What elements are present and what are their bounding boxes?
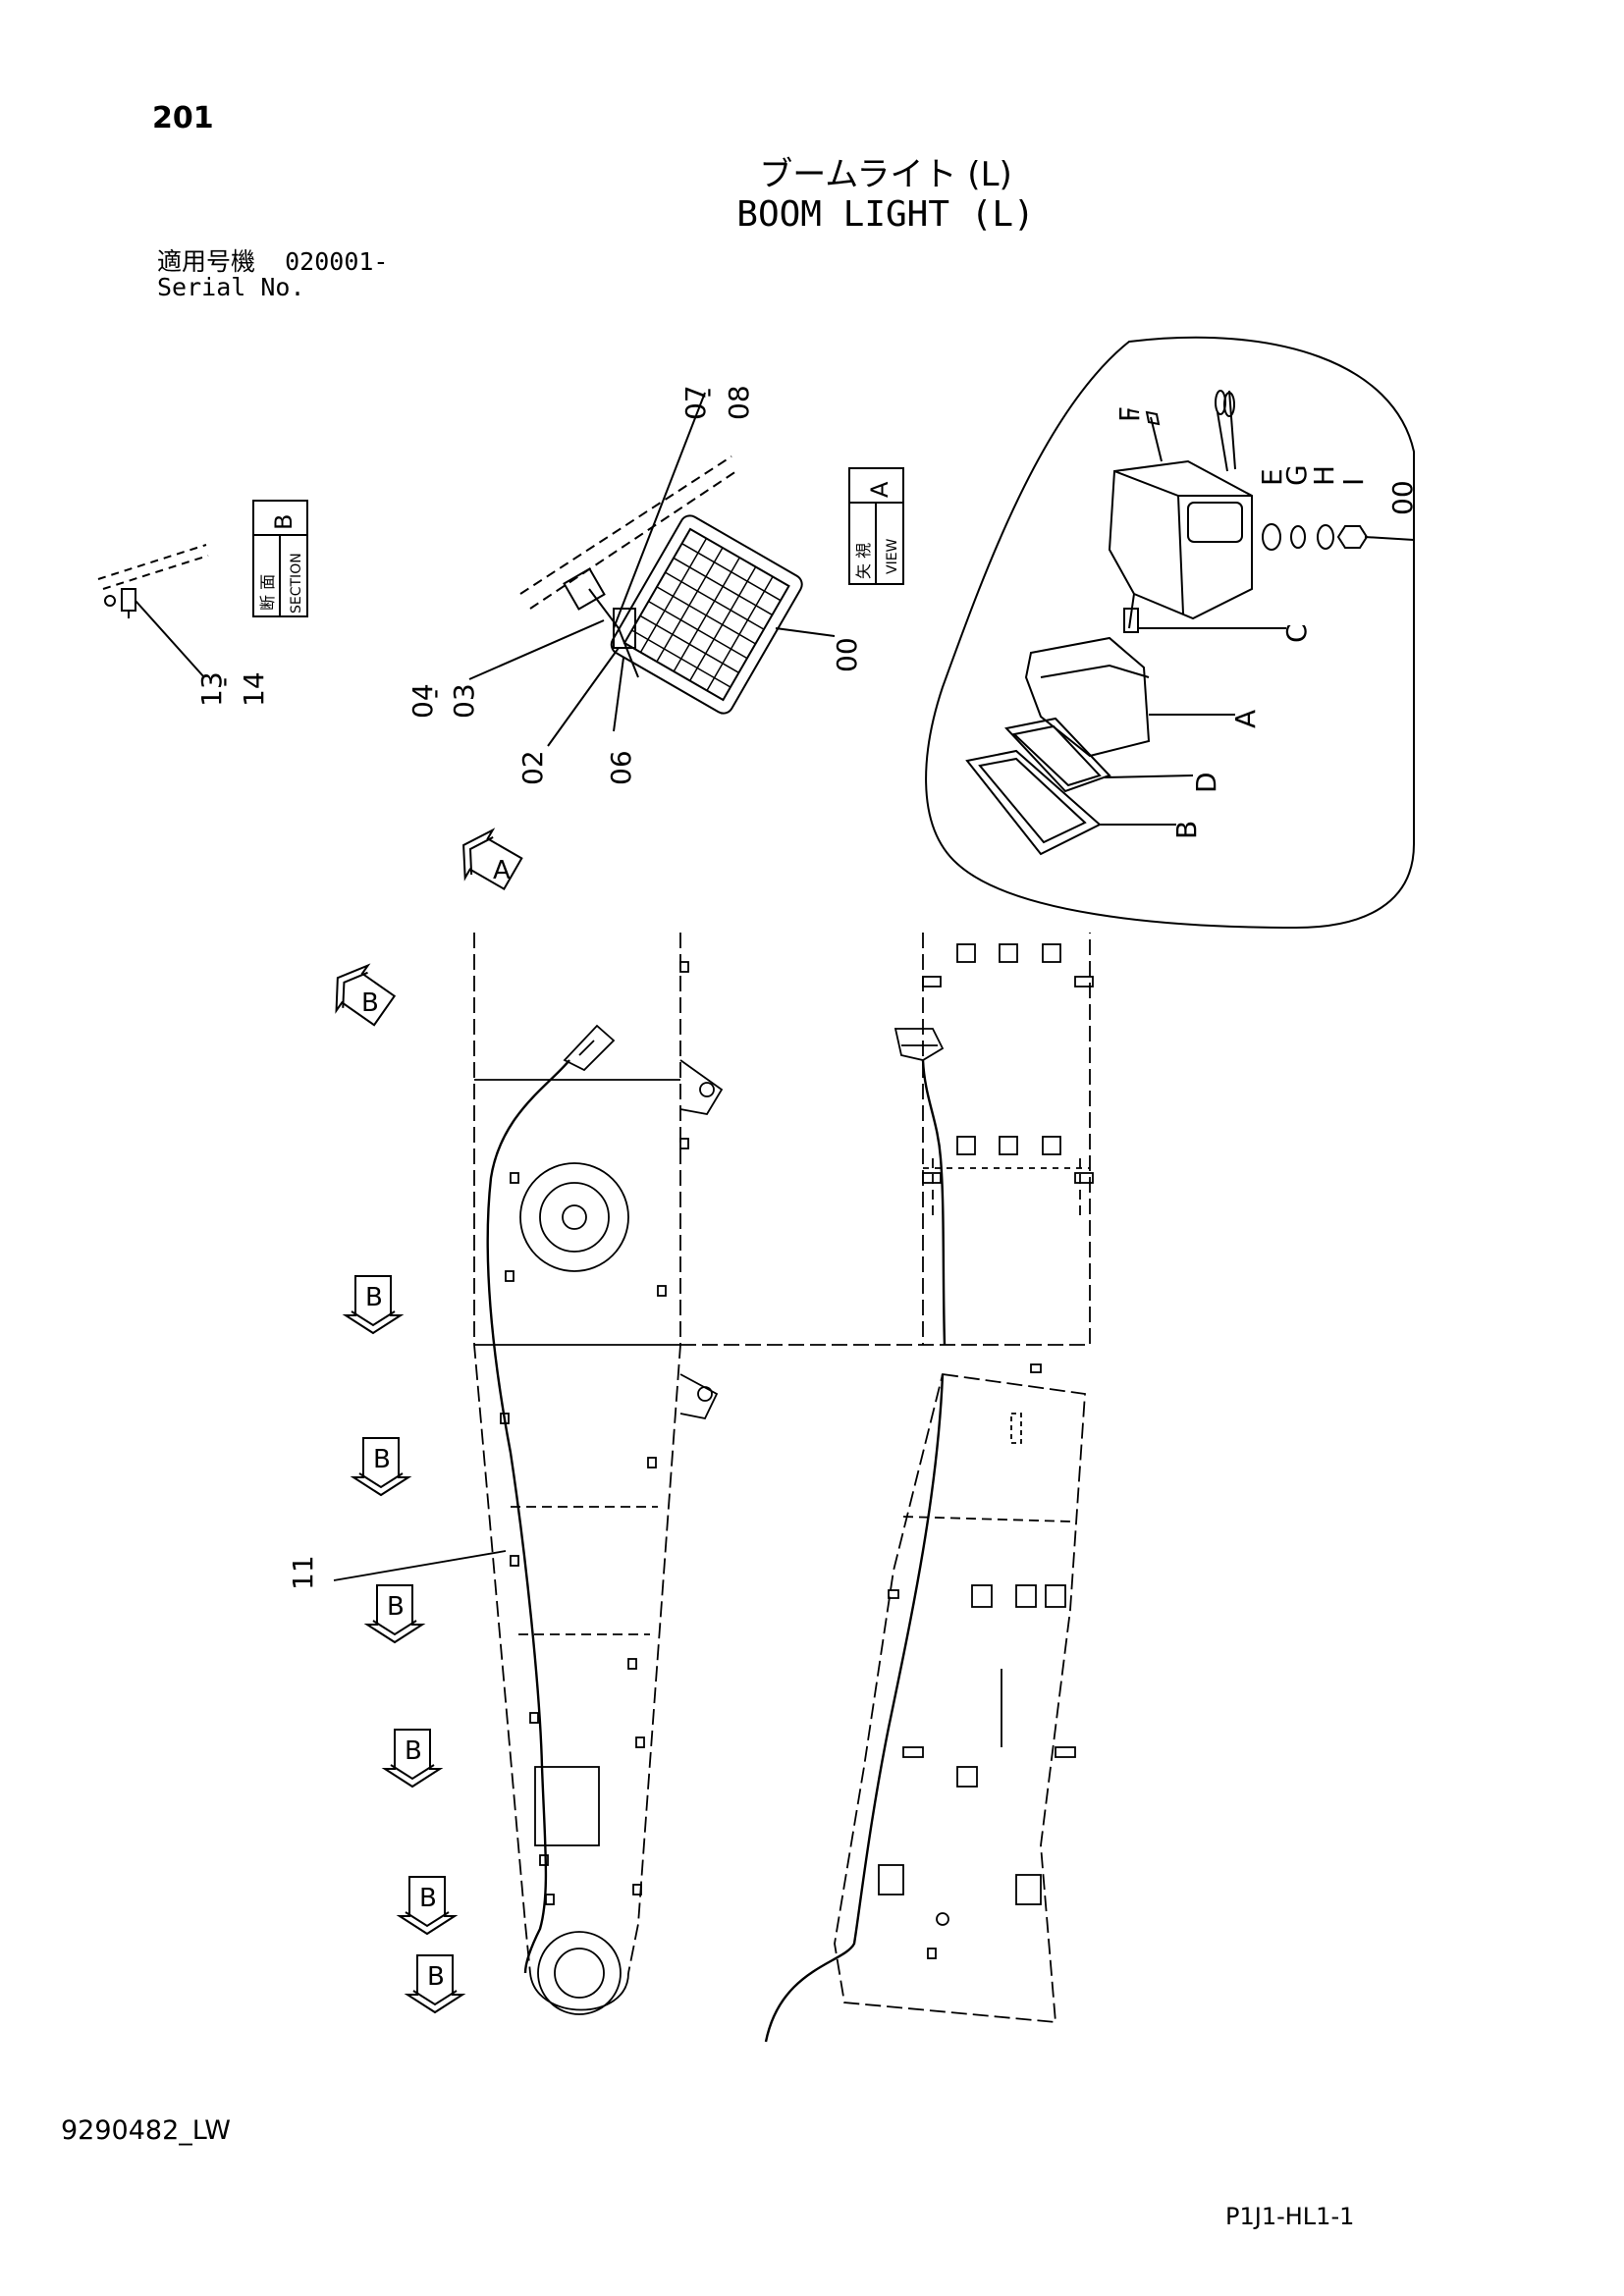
letter-C: C bbox=[1280, 623, 1313, 643]
view-arrow-letter: B bbox=[405, 1736, 422, 1766]
callout-07: 07 bbox=[679, 385, 712, 420]
exploded-view-balloon bbox=[925, 336, 1415, 930]
view-arrow-A bbox=[462, 828, 523, 890]
callout-08: 08 bbox=[723, 385, 755, 420]
letter-G: G bbox=[1280, 464, 1313, 486]
callout-04: 04 bbox=[406, 683, 439, 719]
light-callouts: 07 - 08 04 - 03 02 06 00 bbox=[406, 385, 863, 785]
view-arrow-letter: B bbox=[373, 1445, 391, 1474]
callout-11: 11 bbox=[287, 1555, 319, 1590]
callout-13-14: 13 - 14 bbox=[195, 671, 270, 707]
view-arrow-B4 bbox=[363, 1584, 426, 1644]
view-arrow-letter: B bbox=[365, 1283, 383, 1312]
view-arrow-letter: B bbox=[387, 1592, 405, 1622]
section-label-box: B 断 面 SECTION bbox=[252, 500, 308, 617]
view-arrow-letter: B bbox=[427, 1962, 445, 1992]
light-assembly bbox=[468, 392, 836, 747]
document-id: 9290482_LW bbox=[61, 2115, 232, 2146]
view-arrow-B6 bbox=[396, 1876, 459, 1936]
callout-dash: - bbox=[691, 388, 724, 398]
callout-02: 02 bbox=[516, 750, 549, 785]
callout-13: 13 bbox=[195, 671, 228, 707]
letter-D: D bbox=[1190, 772, 1222, 793]
callout-14: 14 bbox=[238, 671, 270, 707]
section-b-detail bbox=[97, 544, 209, 678]
view-en: VIEW bbox=[885, 538, 900, 574]
letter-I: I bbox=[1337, 478, 1370, 486]
callout-00: 00 bbox=[831, 637, 863, 672]
view-arrow-letters: A B B B B B B B bbox=[361, 856, 511, 1992]
view-letter: A bbox=[866, 481, 893, 498]
view-arrow-B2 bbox=[342, 1275, 405, 1335]
exploded-callouts: F E G H I 00 C A D B bbox=[1113, 406, 1419, 839]
serial-block: 適用号機 020001- Serial No. bbox=[157, 249, 388, 300]
letter-H: H bbox=[1308, 465, 1340, 486]
section-letter: B bbox=[270, 514, 298, 530]
view-jp: 矢 視 bbox=[854, 543, 873, 579]
view-arrow-B3 bbox=[350, 1437, 412, 1497]
view-arrow-B5 bbox=[381, 1729, 444, 1789]
letter-A: A bbox=[1229, 710, 1262, 728]
view-arrow-B7 bbox=[404, 1954, 466, 2014]
section-jp: 断 面 bbox=[258, 574, 277, 611]
letter-F: F bbox=[1113, 406, 1146, 422]
view-arrow-B1 bbox=[335, 963, 397, 1027]
callout-00: 00 bbox=[1386, 480, 1419, 515]
view-arrow-letter: B bbox=[419, 1884, 437, 1913]
serial-label-jp: 適用号機 bbox=[157, 247, 256, 276]
serial-label-en: Serial No. bbox=[157, 273, 305, 301]
view-label-box: A 矢 視 VIEW bbox=[848, 467, 904, 585]
callout-dash: - bbox=[207, 677, 240, 687]
callout-dash: - bbox=[418, 689, 451, 699]
page-number: 201 bbox=[152, 101, 214, 135]
callout-03: 03 bbox=[448, 683, 480, 719]
callout-06: 06 bbox=[605, 750, 637, 785]
section-en: SECTION bbox=[289, 553, 304, 614]
boom-top-view bbox=[680, 933, 1094, 2043]
page-code: P1J1-HL1-1 bbox=[1225, 2203, 1355, 2230]
title-english: BOOM LIGHT (L) bbox=[736, 194, 1035, 235]
letter-B: B bbox=[1170, 821, 1203, 839]
view-arrow-letter: B bbox=[361, 988, 379, 1018]
callout-11: 11 bbox=[287, 1555, 319, 1590]
title-japanese: ブームライト (L) bbox=[759, 155, 1012, 194]
view-arrow-letter: A bbox=[493, 856, 511, 885]
serial-value: 020001- bbox=[285, 247, 389, 276]
view-arrows bbox=[335, 828, 523, 2014]
letter-E: E bbox=[1256, 468, 1288, 486]
boom-side-view bbox=[333, 933, 724, 2015]
